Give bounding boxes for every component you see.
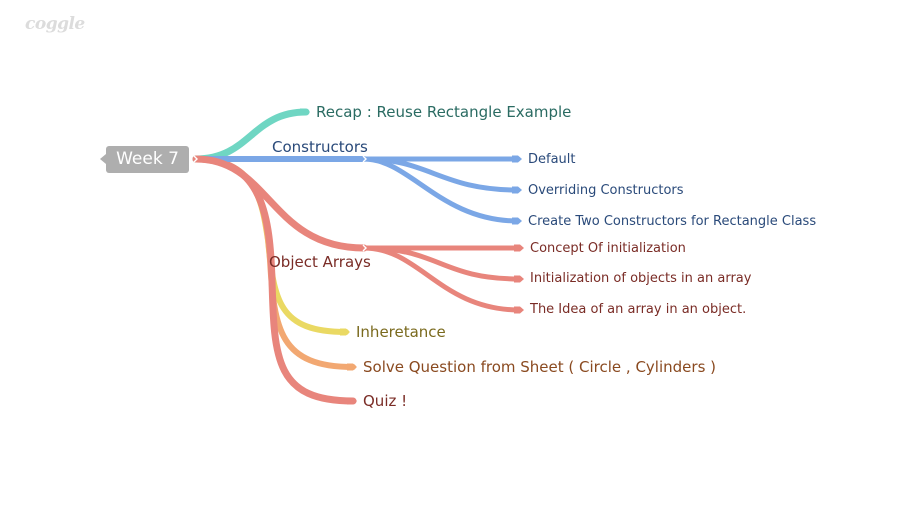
root-node[interactable]: Week 7 xyxy=(106,146,189,173)
node-array-in-object[interactable]: The Idea of an array in an object. xyxy=(530,302,747,317)
branch-two-constructors xyxy=(361,156,521,224)
node-default[interactable]: Default xyxy=(528,152,576,167)
arrow-concept-icon xyxy=(514,244,524,252)
node-recap[interactable]: Recap : Reuse Rectangle Example xyxy=(316,103,572,121)
node-quiz[interactable]: Quiz ! xyxy=(363,392,408,410)
branch-array-idea xyxy=(361,245,523,313)
arrow-default-icon xyxy=(512,155,522,163)
node-overriding-constructors[interactable]: Overriding Constructors xyxy=(528,183,684,198)
arrow-recap-icon xyxy=(300,108,310,116)
node-object-arrays[interactable]: Object Arrays xyxy=(269,253,371,271)
root-collapse-arrow-icon[interactable] xyxy=(100,154,106,164)
arrow-overriding-icon xyxy=(512,186,522,194)
arrow-solve-icon xyxy=(347,363,357,371)
object-arrays-collapse-icon[interactable] xyxy=(362,244,367,252)
node-inheretance[interactable]: Inheretance xyxy=(356,323,446,341)
arrow-initialization-icon xyxy=(514,275,524,283)
branch-object-arrays xyxy=(192,155,368,252)
node-initialization-objects[interactable]: Initialization of objects in an array xyxy=(530,271,752,286)
node-concept-initialization[interactable]: Concept Of initialization xyxy=(530,241,686,256)
constructors-collapse-icon[interactable] xyxy=(362,155,367,163)
node-two-constructors[interactable]: Create Two Constructors for Rectangle Cl… xyxy=(528,214,817,229)
branch-initialization xyxy=(361,245,523,282)
branch-overriding xyxy=(361,156,521,193)
arrow-array-idea-icon xyxy=(514,306,524,314)
root-expand-icon[interactable] xyxy=(193,155,198,163)
arrow-two-constructors-icon xyxy=(512,217,522,225)
node-constructors[interactable]: Constructors xyxy=(272,138,368,156)
arrow-inheretance-icon xyxy=(340,328,350,336)
node-solve-question[interactable]: Solve Question from Sheet ( Circle , Cyl… xyxy=(363,358,716,376)
coggle-logo: coggle xyxy=(25,14,85,34)
arrow-quiz-icon xyxy=(347,397,357,405)
